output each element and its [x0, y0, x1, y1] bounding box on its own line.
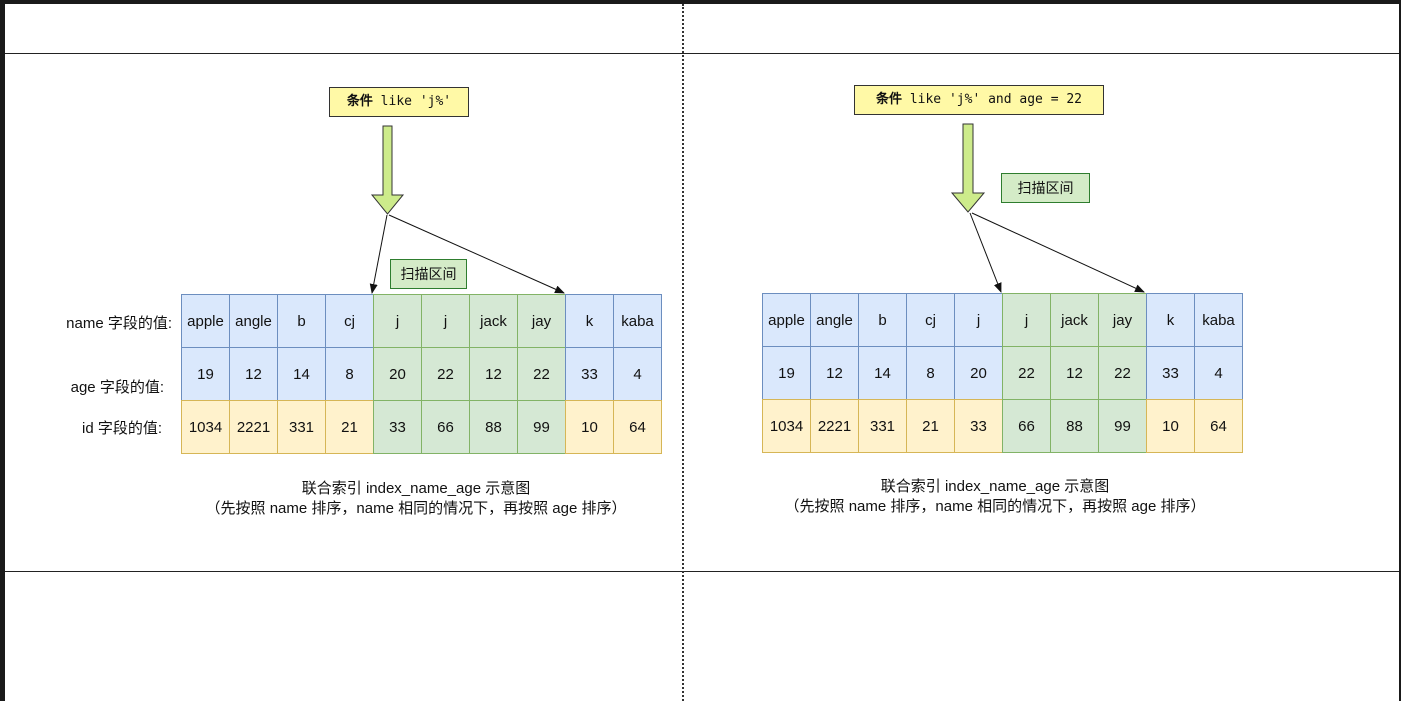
left-id-cell: 33 [373, 400, 422, 454]
right-name-cell: apple [762, 293, 811, 347]
right-name-cell: k [1146, 293, 1195, 347]
age-row-label: age 字段的值: [70, 379, 164, 396]
name-row-label: name 字段的值: [66, 315, 172, 332]
left-id-cell: 331 [277, 400, 326, 454]
right-name-cell: j [954, 293, 1003, 347]
left-age-cell: 22 [517, 347, 566, 401]
left-id-cell: 99 [517, 400, 566, 454]
left-id-cell: 21 [325, 400, 374, 454]
panel-divider [682, 4, 684, 701]
right-scan-label: 扫描区间 [1001, 173, 1090, 203]
right-age-cell: 8 [906, 346, 955, 400]
left-caption-title: 联合索引 index_name_age 示意图 [301, 480, 531, 497]
right-name-cell: b [858, 293, 907, 347]
right-name-cell: angle [810, 293, 859, 347]
right-name-cell: jay [1098, 293, 1147, 347]
top-border [0, 0, 1401, 4]
left-scan-start-arrow [369, 214, 388, 294]
left-age-cell: 4 [613, 347, 662, 401]
right-scan-end-arrow [971, 212, 1145, 293]
left-border [0, 0, 5, 701]
left-name-cell: kaba [613, 294, 662, 348]
right-name-cell: kaba [1194, 293, 1243, 347]
right-scan-start-arrow [969, 212, 1002, 293]
left-caption-subtitle: （先按照 name 排序，name 相同的情况下，再按照 age 排序） [205, 500, 627, 517]
right-id-cell: 33 [954, 399, 1003, 453]
right-name-cell: j [1002, 293, 1051, 347]
right-age-cell: 12 [810, 346, 859, 400]
right-id-cell: 21 [906, 399, 955, 453]
left-condition-keyword: 条件 [346, 94, 373, 109]
left-age-cell: 22 [421, 347, 470, 401]
left-age-cell: 33 [565, 347, 614, 401]
left-condition-label: 条件 like 'j%' [329, 87, 469, 117]
right-age-cell: 22 [1098, 346, 1147, 400]
right-id-cell: 2221 [810, 399, 859, 453]
left-down-arrow-icon [370, 125, 405, 215]
right-border [1399, 0, 1401, 701]
frame-top-line [5, 53, 1399, 54]
right-name-cell: jack [1050, 293, 1099, 347]
left-id-cell: 66 [421, 400, 470, 454]
left-id-cell: 10 [565, 400, 614, 454]
right-age-cell: 12 [1050, 346, 1099, 400]
left-scan-end-arrow [388, 214, 565, 294]
left-age-cell: 14 [277, 347, 326, 401]
left-name-cell: k [565, 294, 614, 348]
right-caption-subtitle: （先按照 name 排序，name 相同的情况下，再按照 age 排序） [784, 498, 1206, 515]
id-row-label: id 字段的值: [81, 420, 162, 437]
right-id-cell: 331 [858, 399, 907, 453]
right-condition-label: 条件 like 'j%' and age = 22 [854, 85, 1104, 115]
left-scan-label: 扫描区间 [390, 259, 467, 289]
right-id-cell: 64 [1194, 399, 1243, 453]
left-name-cell: jack [469, 294, 518, 348]
right-condition-code: like 'j%' and age = 22 [902, 92, 1083, 107]
left-age-cell: 19 [181, 347, 230, 401]
right-caption-title: 联合索引 index_name_age 示意图 [880, 478, 1110, 495]
right-condition-keyword: 条件 [875, 92, 902, 107]
right-age-cell: 22 [1002, 346, 1051, 400]
right-down-arrow-icon [950, 123, 986, 213]
left-id-cell: 1034 [181, 400, 230, 454]
frame-bottom-line [5, 571, 1399, 572]
right-id-cell: 10 [1146, 399, 1195, 453]
left-id-cell: 64 [613, 400, 662, 454]
left-condition-code: like 'j%' [372, 94, 452, 109]
right-id-cell: 99 [1098, 399, 1147, 453]
